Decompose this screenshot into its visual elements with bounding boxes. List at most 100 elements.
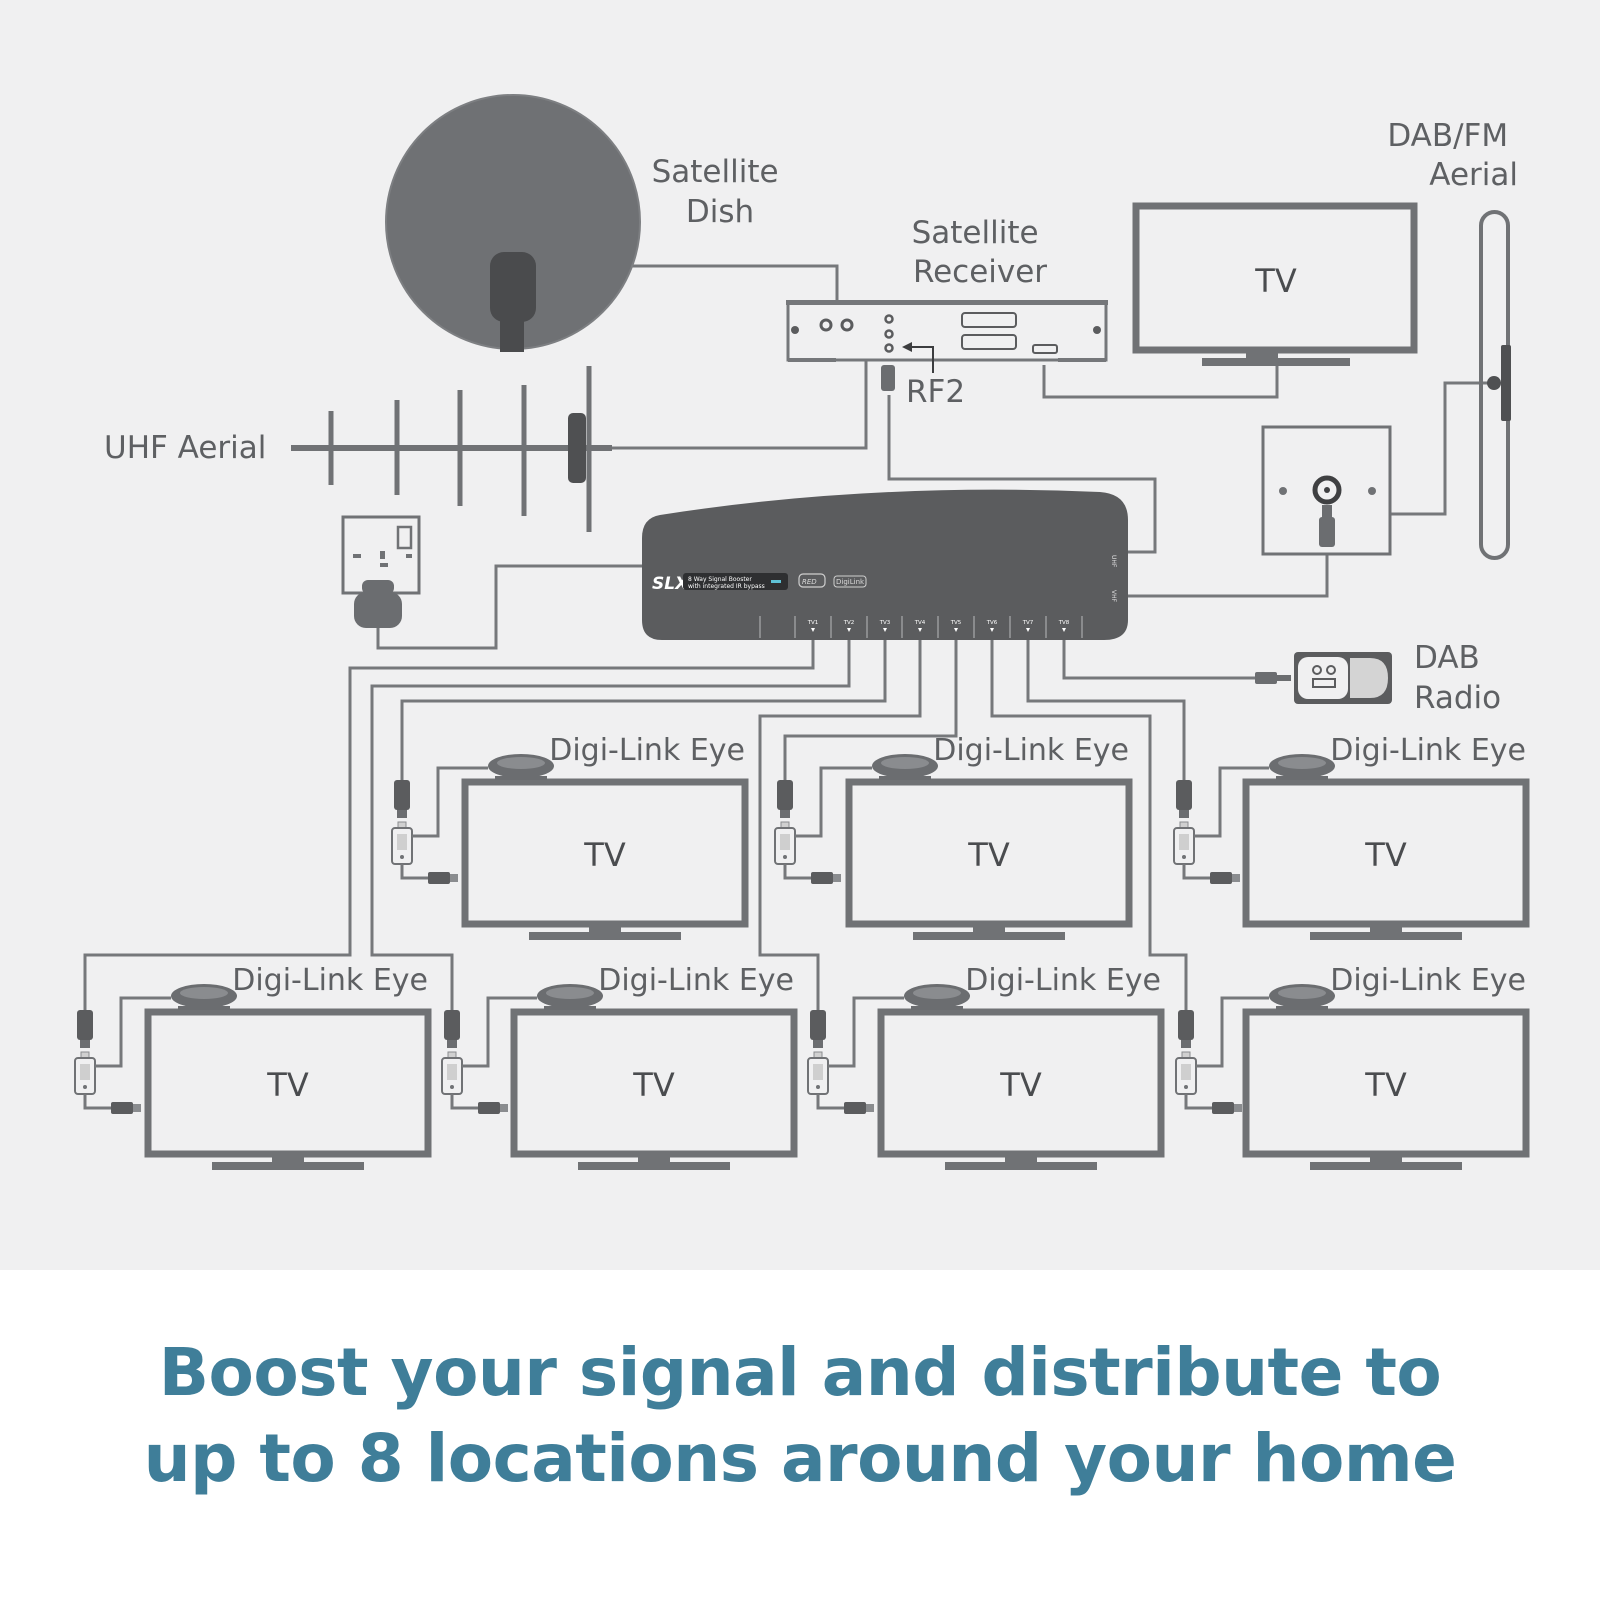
dab-radio-icon: [1255, 652, 1392, 704]
badge-red-outline: [798, 573, 826, 588]
digi-link-eye-icon: [872, 754, 938, 780]
tv-station-5: TV Digi-Link Eye: [441, 963, 798, 1170]
input-vhf-label: VHF: [1110, 590, 1117, 603]
cable-wallplate-booster: [1122, 550, 1329, 598]
diplexer-connector-icon: [1173, 780, 1195, 865]
digi-link-eye-label: Digi-Link Eye: [965, 963, 1161, 998]
booster-port-8: TV8: [1045, 616, 1070, 638]
uhf-aerial-icon: [291, 366, 612, 532]
booster-brand: SLX: [652, 574, 689, 594]
tv-icon: [461, 778, 749, 940]
booster-port-label: TV3: [879, 620, 891, 626]
satellite-dish-icon: [385, 94, 641, 352]
eye-cable: [1194, 766, 1269, 838]
booster-port-label: TV4: [914, 620, 926, 626]
tv-icon: [845, 778, 1133, 940]
tv-icon: [144, 1008, 432, 1170]
satellite-receiver-icon: [786, 300, 1108, 391]
booster-port-label: TV8: [1058, 620, 1070, 626]
tv-icon: [877, 1008, 1165, 1170]
tv-station-7: TV Digi-Link Eye: [1175, 963, 1530, 1170]
tv-label: TV: [999, 1066, 1042, 1104]
satellite-receiver-label: Satellite Receiver: [912, 215, 1049, 290]
tv-label: TV: [1364, 1066, 1407, 1104]
eye-cable: [412, 766, 488, 838]
caption-line-2: up to 8 locations around your home: [143, 1420, 1457, 1497]
cable-receiver-tv: [1042, 365, 1279, 399]
tv-plug-icon: [428, 872, 450, 884]
tv-icon: [1242, 778, 1530, 940]
tv-feed-cable: [83, 1094, 113, 1110]
tv-plug-icon: [811, 872, 833, 884]
diplexer-connector-icon: [1175, 1010, 1197, 1095]
cable-receiver-booster: [887, 395, 1157, 554]
diplexer-connector-icon: [74, 1010, 96, 1095]
tv-label: TV: [266, 1066, 309, 1104]
digi-link-eye-label: Digi-Link Eye: [1330, 733, 1526, 768]
booster-model: 8 Way Signal Booster: [688, 576, 752, 583]
digi-link-eye-label: Digi-Link Eye: [1330, 963, 1526, 998]
cable-power: [376, 564, 643, 650]
booster-port-label: TV6: [986, 620, 998, 626]
signal-booster: SLX 8 Way Signal Booster with integrated…: [642, 489, 1128, 640]
tv-plug-icon: [1210, 872, 1232, 884]
tv-station-6: TV Digi-Link Eye: [807, 963, 1165, 1170]
tv-label: TV: [967, 836, 1010, 874]
booster-model-plate: [683, 573, 788, 590]
booster-port-3: TV3: [866, 616, 891, 638]
digi-link-eye-icon: [171, 984, 237, 1010]
tv-plug-icon: [844, 1102, 866, 1114]
rf2-arrow-icon: [906, 346, 934, 373]
dab-radio-label: DAB Radio: [1414, 640, 1501, 716]
tv-icon: [510, 1008, 798, 1170]
digi-link-eye-icon: [1269, 984, 1335, 1010]
tv-feed-cable: [400, 864, 430, 880]
badge-digilink-outline: [833, 575, 867, 588]
diplexer-connector-icon: [391, 780, 413, 865]
digi-link-eye-icon: [904, 984, 970, 1010]
booster-port-label: TV2: [843, 620, 855, 626]
cable-tv6: [990, 637, 1188, 1010]
cable-tv7: [1026, 637, 1186, 780]
input-uhf-label: UHF: [1110, 555, 1117, 568]
eye-cable: [828, 996, 904, 1068]
cable-dish-receiver: [630, 264, 839, 300]
power-plug-icon: [354, 580, 402, 628]
booster-port-label: TV7: [1022, 620, 1034, 626]
tv-feed-cable: [1184, 1094, 1214, 1110]
diplexer-connector-icon: [807, 1010, 829, 1095]
cable-tv4: [758, 637, 922, 1010]
booster-model-sub: with integrated IR bypass: [688, 583, 765, 590]
cable-dab-aerial-wallplate: [1390, 381, 1495, 516]
eye-cable: [795, 766, 872, 838]
digi-link-eye-label: Digi-Link Eye: [232, 963, 428, 998]
eye-cable: [95, 996, 171, 1068]
cable-tv3: [400, 637, 887, 780]
tv-icon: [1242, 1008, 1530, 1170]
tv-label: TV: [632, 1066, 675, 1104]
digi-link-eye-label: Digi-Link Eye: [598, 963, 794, 998]
booster-port-label: TV5: [950, 620, 962, 626]
booster-port-4: TV4: [901, 616, 926, 638]
caption-line-1: Boost your signal and distribute to: [158, 1334, 1442, 1411]
cable-tv5: [783, 637, 958, 780]
uhf-aerial-label: UHF Aerial: [104, 430, 266, 466]
booster-body: [642, 489, 1128, 640]
tv-plug-icon: [1212, 1102, 1234, 1114]
tv-label: TV: [583, 836, 626, 874]
booster-port-7: TV7: [1009, 616, 1034, 638]
booster-port-2: TV2: [830, 616, 855, 638]
booster-port-5: TV5: [937, 616, 962, 638]
cable-tv2: [370, 637, 851, 1010]
booster-port-6: TV6: [973, 616, 998, 638]
booster-port-1: TV1: [794, 616, 818, 638]
digi-link-eye-icon: [488, 754, 554, 780]
dab-fm-aerial-icon: [1479, 210, 1511, 560]
badge-red: RED: [802, 578, 817, 586]
caption: Boost your signal and distribute to up t…: [0, 1330, 1600, 1502]
booster-led: [771, 580, 781, 583]
